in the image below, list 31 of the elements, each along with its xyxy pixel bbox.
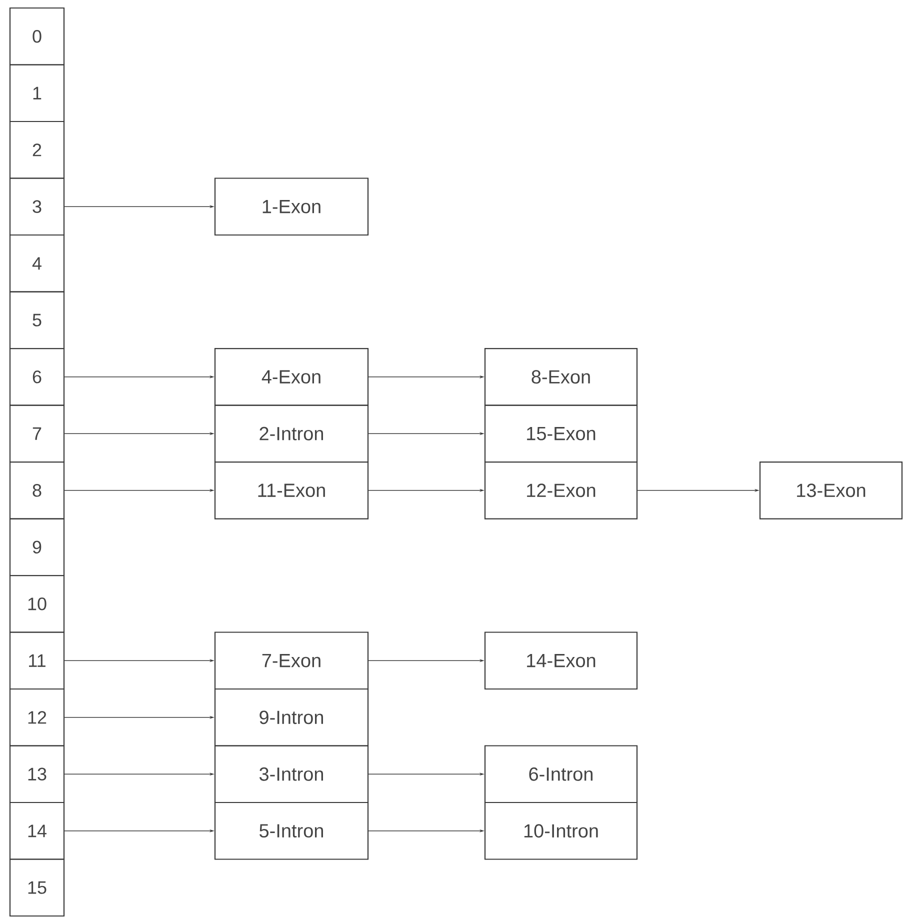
index-cell: 11 [9, 632, 65, 690]
index-cell: 13 [9, 745, 65, 804]
segment-box: 4-Exon [214, 348, 369, 406]
segment-box: 15-Exon [484, 404, 638, 463]
index-cell: 8 [9, 461, 65, 520]
index-cell: 4 [9, 234, 65, 292]
index-cell: 0 [9, 7, 65, 66]
index-cell: 7 [9, 404, 65, 463]
segment-box: 3-Intron [214, 745, 369, 804]
segment-box: 5-Intron [214, 802, 369, 860]
index-cell: 2 [9, 120, 65, 179]
segment-box: 1-Exon [214, 178, 369, 236]
index-cell: 1 [9, 64, 65, 122]
segment-box: 14-Exon [484, 632, 638, 690]
index-cell: 12 [9, 688, 65, 746]
index-cell: 5 [9, 291, 65, 350]
index-cell: 14 [9, 802, 65, 860]
index-cell: 10 [9, 574, 65, 633]
segment-box: 10-Intron [484, 802, 638, 860]
segment-box: 2-Intron [214, 404, 369, 463]
index-cell: 15 [9, 858, 65, 917]
segment-box: 11-Exon [214, 461, 369, 520]
index-cell: 9 [9, 518, 65, 576]
segment-box: 12-Exon [484, 461, 638, 520]
segment-box: 9-Intron [214, 688, 369, 746]
index-cell: 6 [9, 348, 65, 406]
segment-box: 6-Intron [484, 745, 638, 804]
index-cell: 3 [9, 178, 65, 236]
segment-box: 8-Exon [484, 348, 638, 406]
segment-box: 7-Exon [214, 632, 369, 690]
segment-box: 13-Exon [759, 461, 903, 520]
